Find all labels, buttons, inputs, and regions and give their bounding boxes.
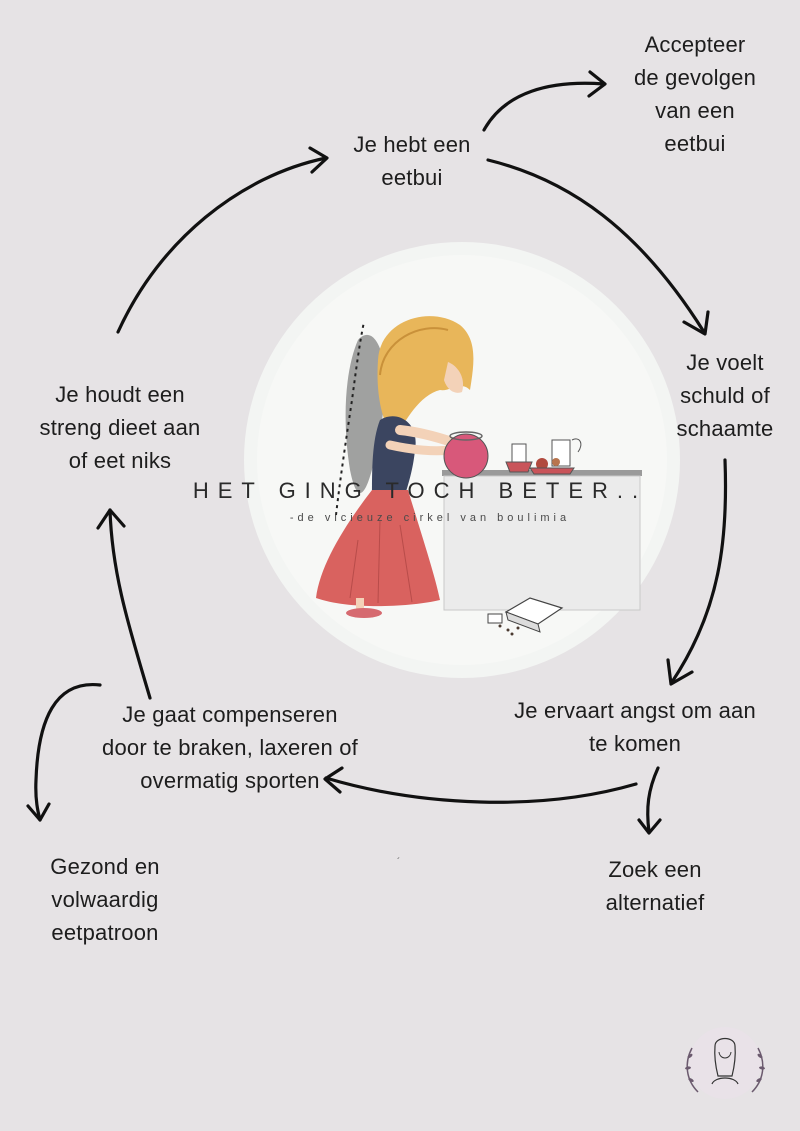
node-line: schuld of (655, 379, 795, 412)
shoes (346, 608, 382, 618)
node-line: eetbui (600, 127, 790, 160)
node-line: Accepteer (600, 28, 790, 61)
node-schuld: Je voelt schuld of schaamte (655, 346, 795, 445)
node-gezond: Gezond en volwaardig eetpatroon (20, 850, 190, 949)
node-line: Je voelt (655, 346, 795, 379)
node-eetbui: Je hebt een eetbui (322, 128, 502, 194)
node-line: Je houdt een (10, 378, 230, 411)
node-accept: Accepteer de gevolgen van een eetbui (600, 28, 790, 160)
node-line: Zoek een (570, 853, 740, 886)
stray-mark: ´ (397, 857, 400, 868)
center-subtitle: -de vicieuze cirkel van boulimia (200, 512, 660, 524)
node-line: Je hebt een (322, 128, 502, 161)
node-line: van een (600, 94, 790, 127)
node-line: volwaardig (20, 883, 190, 916)
node-angst: Je ervaart angst om aan te komen (480, 694, 790, 760)
node-line: Je ervaart angst om aan (480, 694, 790, 727)
node-line: Je gaat compenseren (40, 698, 420, 731)
node-line: streng dieet aan (10, 411, 230, 444)
node-dieet: Je houdt een streng dieet aan of eet nik… (10, 378, 230, 477)
center-title: HET GING TOCH BETER.. (150, 478, 690, 504)
woman-portrait-wreath-icon (670, 1018, 780, 1108)
node-line: alternatief (570, 886, 740, 919)
node-line: schaamte (655, 412, 795, 445)
node-line: overmatig sporten (40, 764, 420, 797)
node-line: door te braken, laxeren of (40, 731, 420, 764)
node-compenseren: Je gaat compenseren door te braken, laxe… (40, 698, 420, 797)
node-line: Gezond en (20, 850, 190, 883)
node-line: eetpatroon (20, 916, 190, 949)
node-line: of eet niks (10, 444, 230, 477)
node-line: eetbui (322, 161, 502, 194)
node-line: te komen (480, 727, 790, 760)
node-zoek: Zoek een alternatief (570, 853, 740, 919)
node-line: de gevolgen (600, 61, 790, 94)
